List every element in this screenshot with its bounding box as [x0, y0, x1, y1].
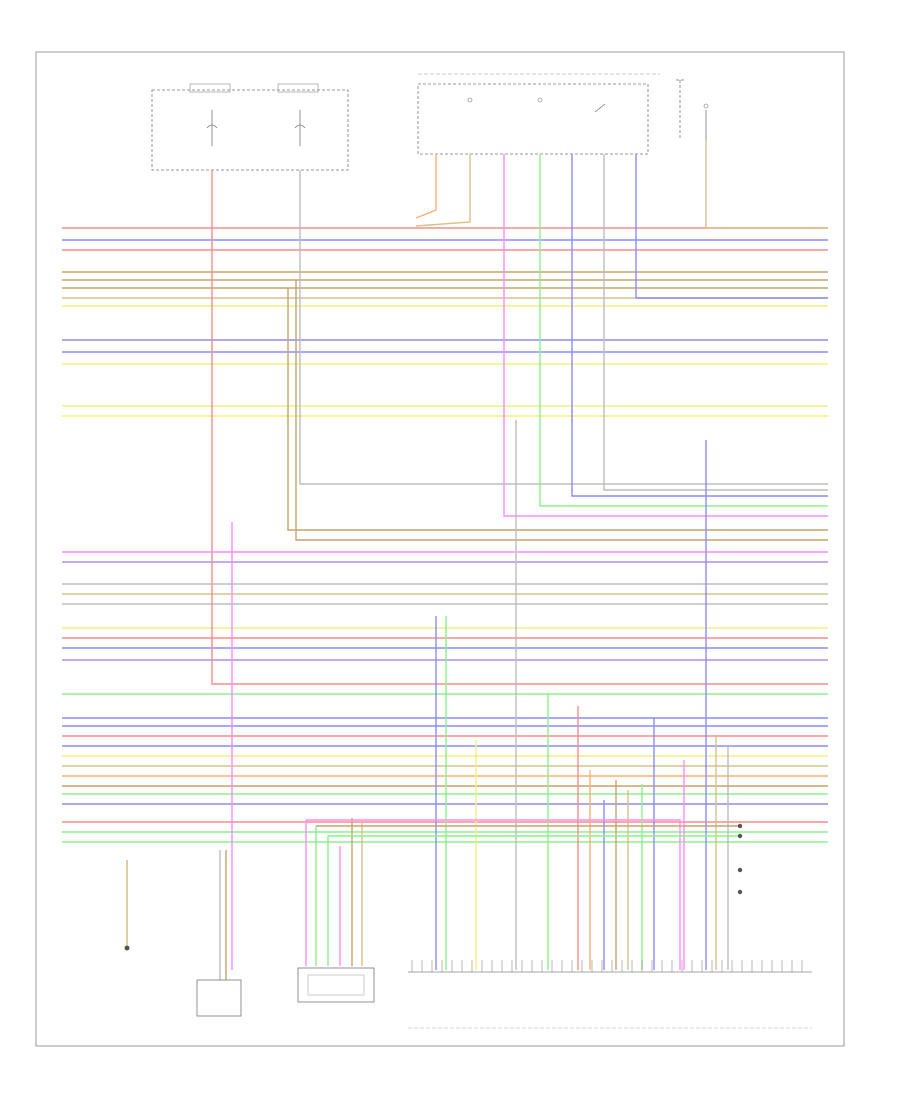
wire-45 [571, 154, 828, 497]
wire-42 [415, 154, 471, 227]
wire-39 [295, 280, 828, 541]
wire-74 [306, 819, 681, 970]
right-terminal-dot [737, 889, 743, 895]
wire-37 [211, 170, 828, 685]
wire-44 [539, 154, 828, 507]
right-terminals [737, 823, 743, 895]
switch-top-right [676, 79, 709, 140]
bottom-connector-b [297, 967, 375, 1003]
right-terminal-dot [737, 867, 743, 873]
fuse-relay-box [151, 83, 349, 171]
wire-43 [503, 154, 828, 517]
instrument-cluster-module [417, 73, 660, 155]
wire-38 [299, 170, 828, 485]
right-terminal-dot [737, 833, 743, 839]
right-terminal-dot [737, 823, 743, 829]
wire-layer [62, 140, 828, 980]
wire-46 [603, 154, 828, 491]
wire-40 [287, 288, 828, 531]
left-small-sensor [124, 860, 130, 951]
bottom-connector-a [196, 979, 242, 1017]
wire-48 [705, 140, 828, 229]
diagram-frame [35, 51, 845, 1047]
engine-control-module [408, 971, 812, 1029]
wire-47 [635, 154, 828, 299]
wire-41 [415, 154, 437, 219]
